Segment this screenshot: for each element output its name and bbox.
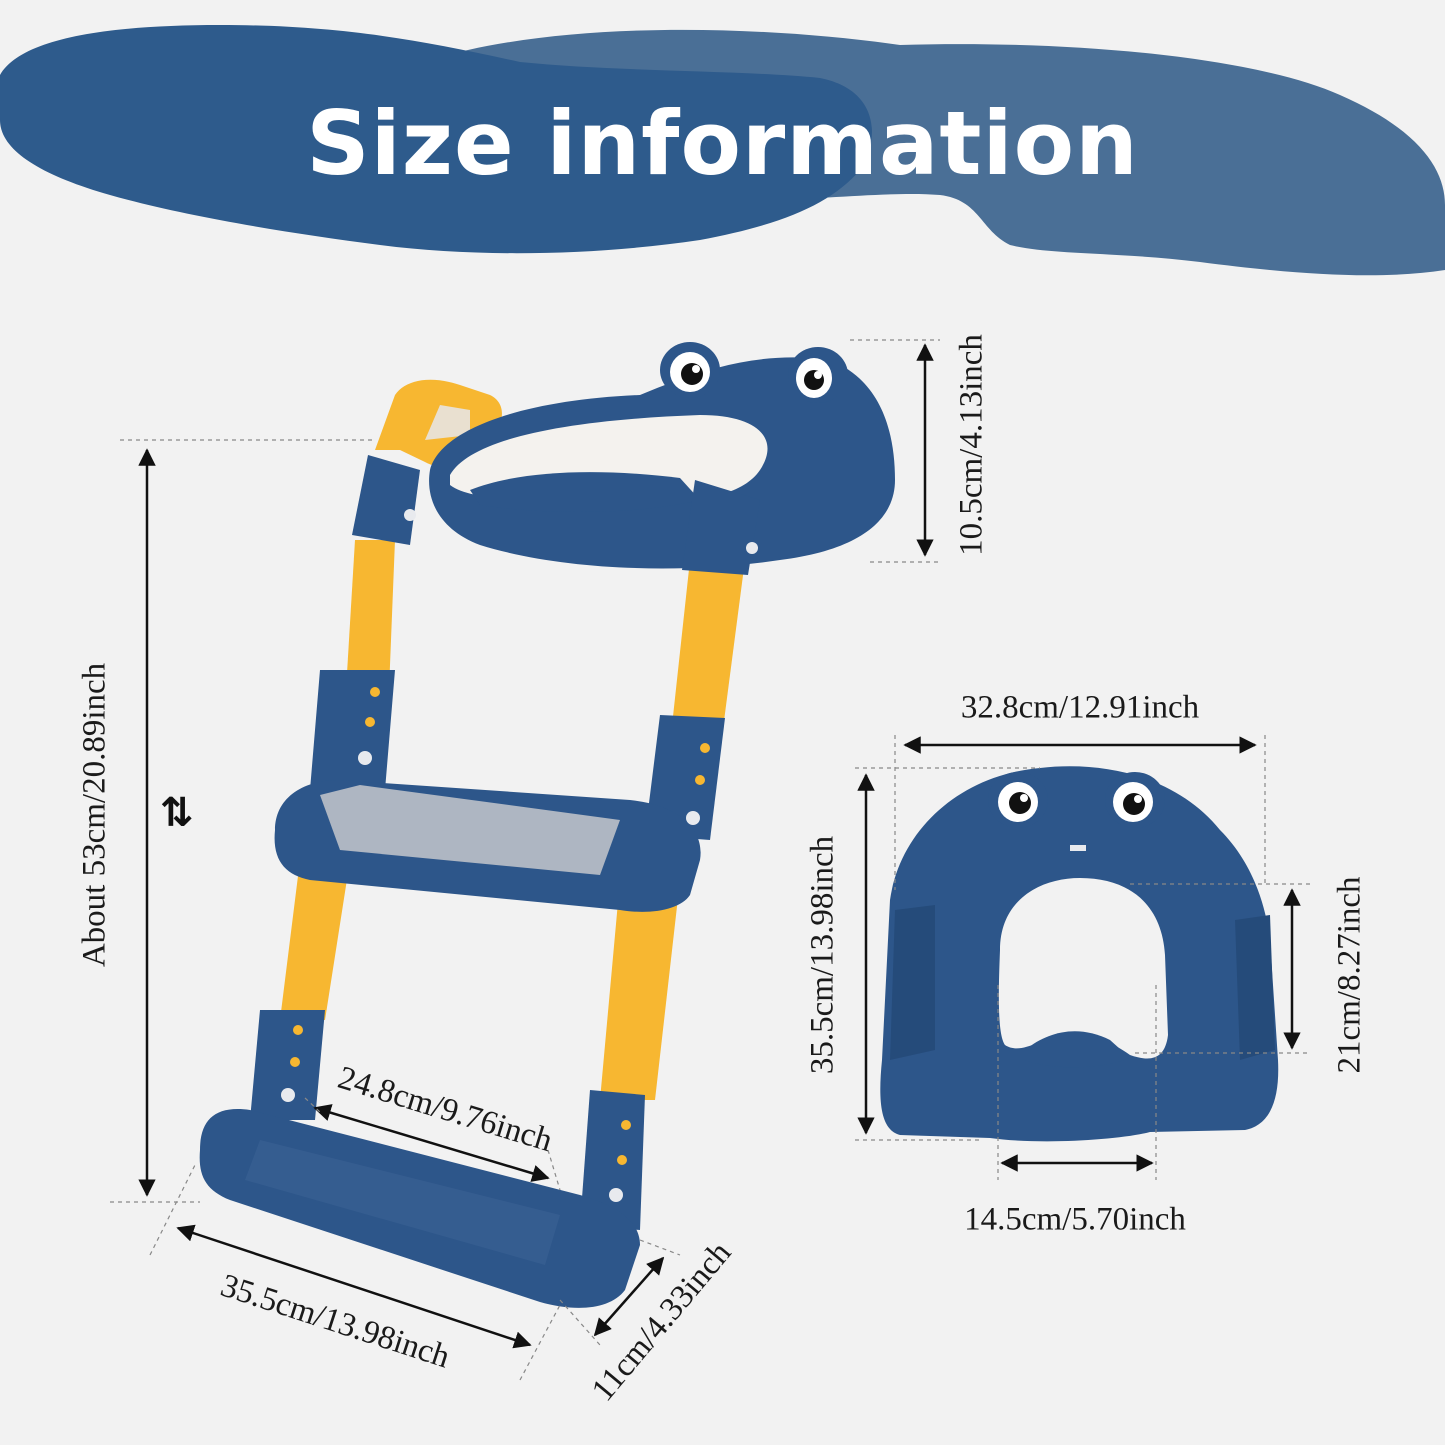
seat-length-label: 35.5cm/13.98inch	[804, 835, 841, 1075]
opening-width-label: 14.5cm/5.70inch	[964, 1201, 1186, 1238]
seat-eyes	[988, 772, 1165, 828]
page-title: Size information	[306, 92, 1139, 195]
seat-height-label: 10.5cm/4.13inch	[953, 334, 990, 556]
banner-blob-dark	[0, 25, 872, 254]
left-mid-sleeve	[310, 670, 395, 790]
seat-opening	[998, 878, 1168, 1059]
middle-step-pad	[320, 785, 620, 875]
left-low-sleeve	[250, 1010, 325, 1120]
seat-illustration	[880, 766, 1279, 1142]
dimension-lines	[138, 343, 1301, 1349]
ladder-height-label: About 53cm/20.89inch	[76, 662, 113, 968]
ladder-seat-eyes	[660, 342, 848, 403]
right-top-sleeve	[682, 480, 760, 575]
extension-lines	[110, 339, 1310, 1381]
left-top-sleeve	[352, 455, 420, 545]
opening-length-label: 21cm/8.27inch	[1331, 876, 1368, 1074]
title-banner	[0, 25, 1445, 276]
left-rail-lower	[280, 860, 350, 1020]
seat-width-label: 32.8cm/12.91inch	[960, 689, 1200, 726]
ladder-illustration	[199, 342, 895, 1308]
right-rail-lower	[600, 880, 680, 1100]
height-adjust-icon: ⇅	[160, 790, 194, 836]
